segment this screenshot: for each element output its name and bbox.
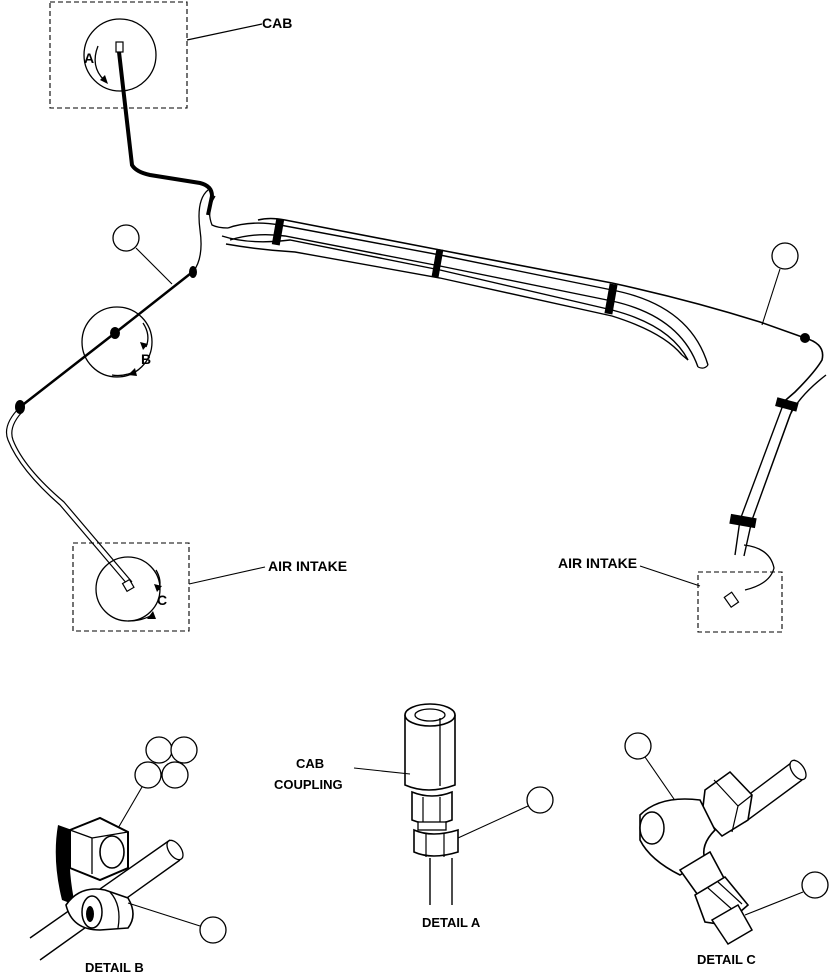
cab-coupling-label-line2: COUPLING [274, 777, 343, 792]
callout-bubble [145, 736, 173, 764]
bundle-clamp [775, 397, 799, 412]
callout-bubble [771, 242, 799, 270]
left-air-intake-box [72, 542, 190, 632]
hose-bundle-outer [227, 222, 709, 366]
callout-bubble [624, 732, 652, 760]
left-hose-to-air-intake [19, 269, 196, 408]
detail-b-letter: B [141, 351, 151, 367]
detail-c-letter: C [157, 592, 167, 608]
main-hose-cab-section [117, 51, 215, 216]
callout-bubble [134, 761, 162, 789]
detail-b-circle [81, 306, 153, 378]
cab-coupling-label-line1: CAB [296, 756, 324, 771]
right-air-intake-box [697, 571, 783, 633]
detail-c-illustration [624, 732, 829, 946]
detail-c-title: DETAIL C [697, 952, 756, 967]
cab-coupling-fitting [115, 41, 124, 53]
air-intake-left-label: AIR INTAKE [268, 558, 347, 574]
air-intake-right-label: AIR INTAKE [558, 555, 637, 571]
cab-detail-box [49, 1, 188, 109]
bundle-clamp [604, 283, 618, 315]
detail-a-title: DETAIL A [422, 915, 481, 930]
hose-clamp [15, 400, 25, 414]
bundle-clamp [729, 513, 757, 529]
detail-a-letter: A [84, 50, 94, 66]
bundle-clamp [271, 218, 285, 246]
hose-clamp [110, 327, 120, 339]
detail-a-illustration [353, 703, 554, 905]
callout-bubble [161, 761, 189, 789]
callout-bubble [801, 871, 829, 899]
callout-bubble [526, 786, 554, 814]
bundle-clamp [431, 248, 444, 278]
callout-bubble [112, 224, 140, 252]
callout-bubble [170, 736, 198, 764]
detail-b-illustration [29, 736, 227, 961]
callout-bubble [199, 916, 227, 944]
detail-a-circle [83, 18, 157, 92]
thin-hose-top [257, 217, 824, 406]
cab-label: CAB [262, 15, 292, 31]
hose-clamp [189, 266, 197, 278]
detail-a-arrow [94, 45, 105, 81]
detail-b-title: DETAIL B [85, 960, 144, 975]
hose-clamp [800, 333, 810, 343]
